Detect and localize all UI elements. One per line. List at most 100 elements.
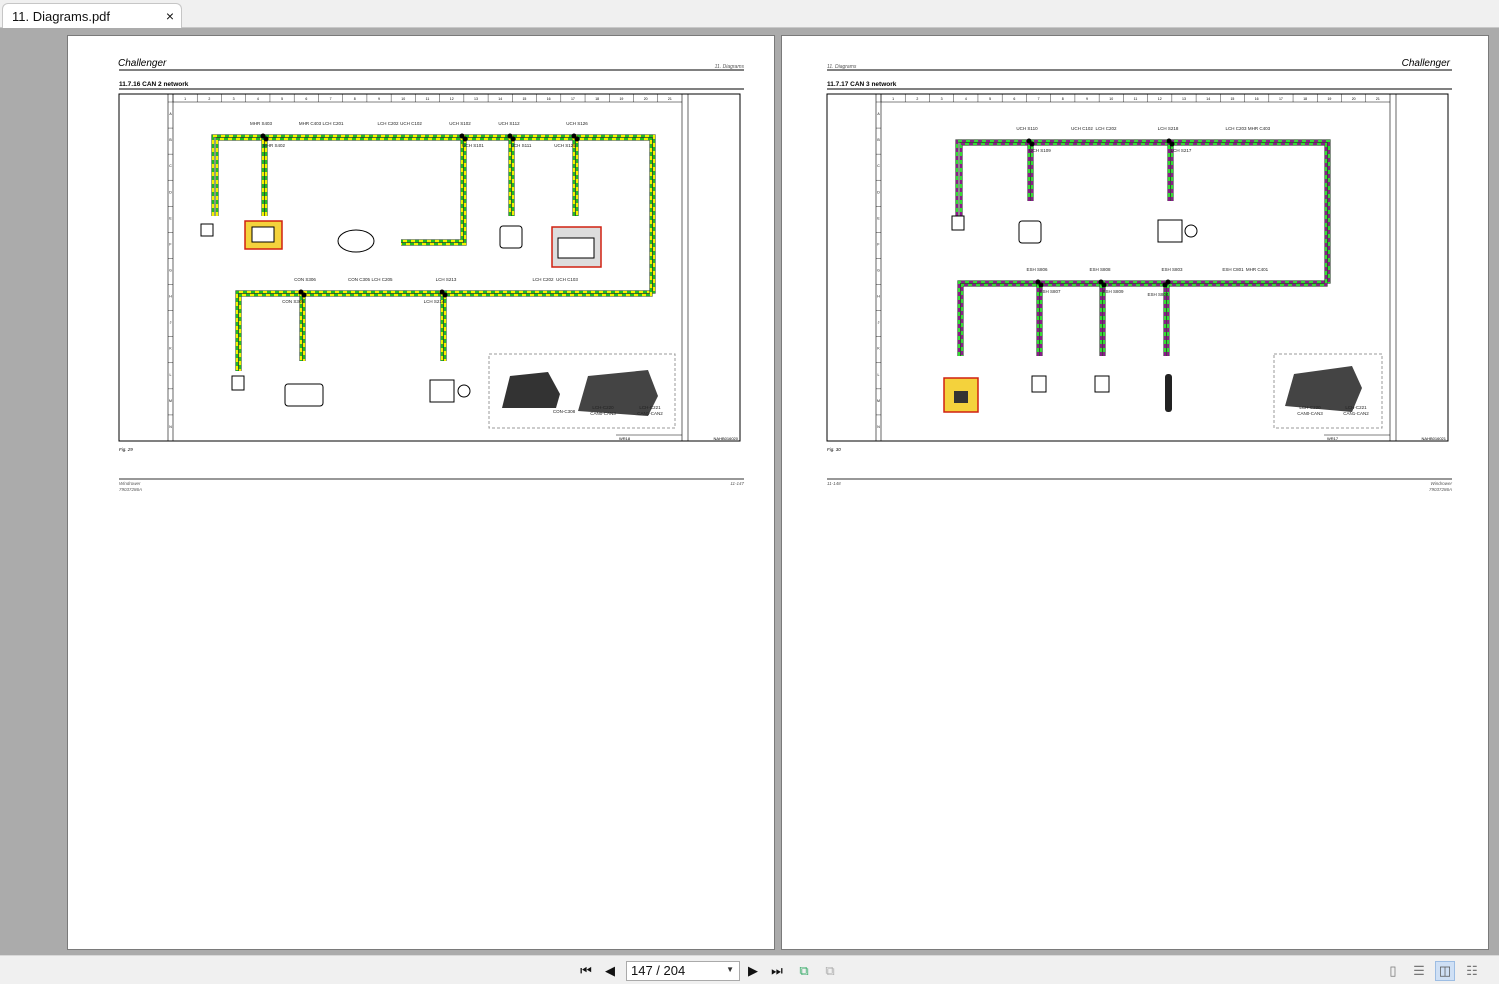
wire-outline [955,139,1331,356]
connector-label: UCH S102 [449,121,471,126]
can-wire-stripe [508,136,515,216]
footer-part-number: 79037286A [1429,487,1452,492]
connector-label: CON S305 [282,299,304,304]
can3-diagram-page: 11. Diagrams Challenger 11.7.17 CAN 3 ne… [826,58,1452,492]
grid-column-label: 11 [1134,97,1138,101]
brand-logo: Challenger [118,58,167,69]
connector-plug-icon [200,223,214,237]
first-page-icon[interactable]: ⏮ [580,963,592,978]
tab-title: 11. Diagrams.pdf [12,9,111,24]
grid-column-label: 19 [619,97,623,101]
sensor-icon [1031,375,1047,393]
grid-row-label: K [877,347,880,351]
connector-label: UCH C103 [556,277,578,282]
can-wire-stripe [1036,282,1043,356]
can-wire-stripe [440,292,447,361]
can-wire-stripe [959,142,1328,356]
grid-column-label: 8 [1062,97,1064,101]
connector-label: UCH S101 [462,143,484,148]
footer-model: Windrower [119,481,141,486]
previous-page-icon[interactable]: ◀ [605,963,615,978]
section-title: 11.7.17 CAN 3 network [827,81,897,88]
can-wire-stripe [955,139,1331,356]
grid-row-label: G [877,269,880,273]
grid-row-label: D [877,190,880,194]
section-title: 11.7.16 CAN 2 network [119,81,189,88]
grid-row-label: C [169,164,172,168]
can-wire [401,136,467,246]
grid-column-label: 6 [305,97,307,101]
grid-column-label: 3 [941,97,943,101]
grid-column-label: 12 [1158,97,1162,101]
grid-row-label: G [169,269,172,273]
next-page-icon[interactable]: ▶ [748,963,758,978]
grid-column-label: 2 [916,97,918,101]
can-wire [955,139,1331,356]
switch-module-icon [429,379,455,403]
single-page-view-icon[interactable]: ▯ [1389,963,1397,978]
chevron-down-icon[interactable]: ▼ [726,965,734,974]
brand-logo: Challenger [1402,58,1451,69]
can-wire-stripe [1027,141,1034,201]
connector-label: LCH C201 [322,121,344,126]
harness-view-icon [1285,366,1362,412]
grid-column-label: 10 [401,97,405,101]
connector-label: ESH S808 [1089,267,1111,272]
grid-column-label: 21 [668,97,672,101]
sheet-ref: WR17 [1327,436,1339,441]
grid-column-label: 21 [1376,97,1380,101]
connector-label: UCH S126 [566,121,588,126]
last-page-icon[interactable]: ⏭ [771,963,783,978]
connector-label: ESH C801 [1222,267,1244,272]
connector-label: LCH S217 [1171,148,1192,153]
grid-row-label: E [877,216,880,220]
grid-column-label: 8 [354,97,356,101]
gps-receiver-icon [337,229,375,253]
tab-document[interactable]: 11. Diagrams.pdf × [2,3,182,28]
grid-row-label: A [169,112,172,116]
grid-column-label: 5 [281,97,283,101]
chapter-header: 11. Diagrams [715,64,745,70]
two-page-continuous-view-icon[interactable]: ☷ [1466,963,1478,978]
go-back-view-icon[interactable]: ⧉ [799,963,809,978]
grid-row-label: A [877,112,880,116]
grid-column-label: 20 [644,97,648,101]
drawing-id: NAHB016021 [1422,436,1447,441]
grid-row-label: H [169,295,172,299]
sheet-ref: WR18 [619,436,631,441]
diagram-frame [118,93,741,442]
grid-column-label: 12 [450,97,454,101]
grid-column-label: 10 [1109,97,1113,101]
go-forward-view-icon[interactable]: ⧉ [825,963,835,978]
connector-label: CON C305 [348,277,371,282]
grid-row-label: C [877,164,880,168]
grid-column-label: 14 [1206,97,1210,101]
grid-column-label: 11 [426,97,430,101]
drawing-id: NAHB016020 [714,436,739,441]
grid-column-label: 15 [522,97,526,101]
two-page-view-icon[interactable]: ◫ [1435,961,1455,981]
sensor-icon [1094,375,1110,393]
connector-label: UCH S125 [554,143,576,148]
can2-diagram-page: Challenger 11. Diagrams 11.7.16 CAN 2 ne… [118,58,745,492]
connector-label: UCH S110 [1016,126,1038,131]
page-number-field[interactable]: 147 / 204 ▼ [626,961,740,981]
connector-label: MHR C403 [299,121,322,126]
close-tab-icon[interactable]: × [165,8,174,24]
grid-column-label: 13 [1182,97,1186,101]
grid-row-label: B [877,138,880,142]
connector-label: LCH S213 [436,277,457,282]
connector-label: UCH S111 [511,143,532,148]
connector-label: CON S306 [294,277,316,282]
grid-column-label: 4 [965,97,967,101]
connector-label: MHR C401 [1246,267,1269,272]
can-wire-stripe [1099,282,1106,356]
connector-label: LCH C205 [371,277,393,282]
grid-column-label: 9 [1086,97,1088,101]
grid-row-label: K [169,347,172,351]
inset-label: CAN0-CAN3 [1297,411,1323,416]
connector-label: ESH S804 [1147,292,1169,297]
connector-label: UCH S112 [498,121,520,126]
grid-row-label: J [878,321,880,325]
continuous-view-icon[interactable]: ☰ [1413,963,1425,978]
